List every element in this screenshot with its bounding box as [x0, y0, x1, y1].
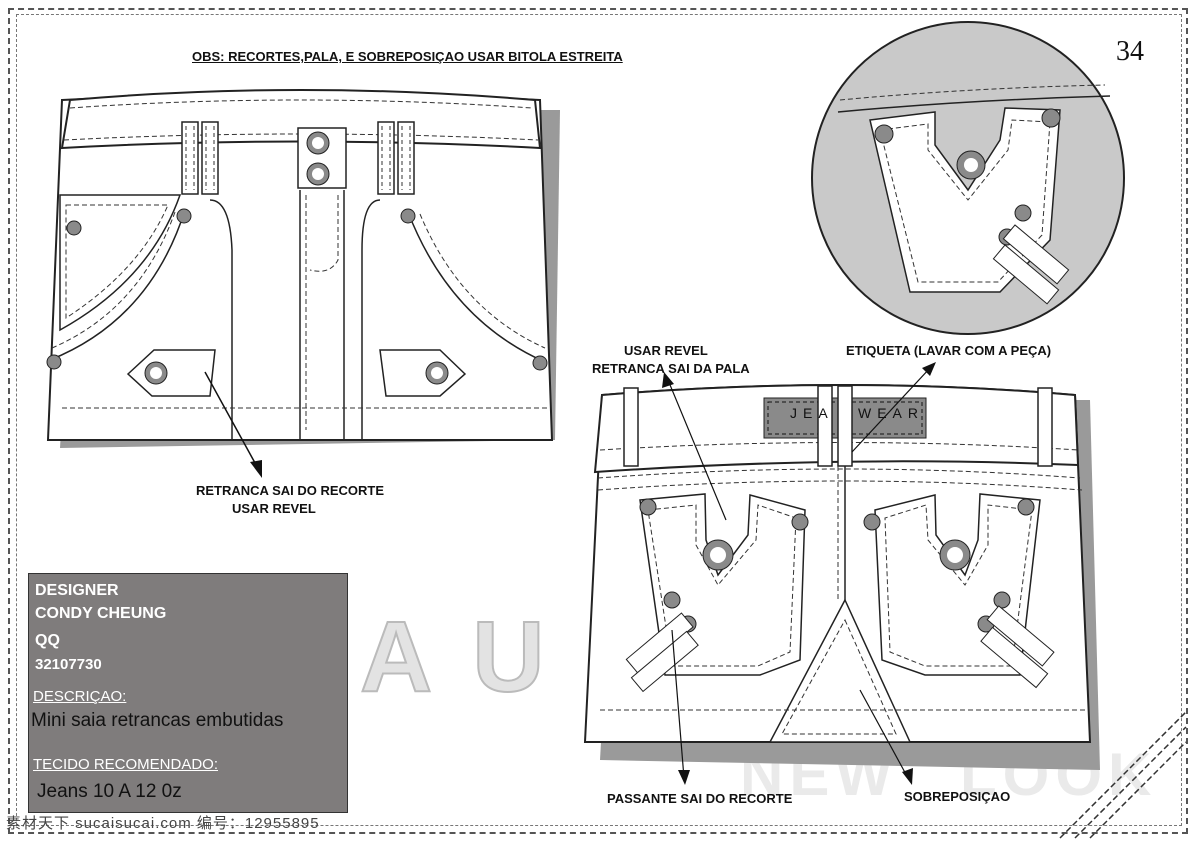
- tecido-value: Jeans 10 A 12 0z: [37, 781, 182, 802]
- qq-label: QQ: [35, 632, 60, 649]
- page-number: 34: [1116, 36, 1144, 67]
- tecido-label: TECIDO RECOMENDADO:: [33, 756, 219, 773]
- back-note-etiqueta: ETIQUETA (LAVAR COM A PEÇA): [846, 343, 1052, 358]
- footer-watermark: 素材天下 sucaisucai.com 编号：12955895: [6, 815, 320, 832]
- label-wear: WEAR: [858, 405, 924, 421]
- front-note-usar-revel: USAR REVEL: [232, 501, 316, 516]
- corner-stitch-decoration: [1059, 711, 1187, 839]
- page-border-inner: [16, 14, 1182, 826]
- designer-info-panel: DESIGNER CONDY CHEUNG QQ 32107730 DESCRI…: [28, 573, 348, 813]
- back-note-sobreposicao: SOBREPOSIÇAO: [904, 789, 1011, 804]
- front-note-retranca: RETRANCA SAI DO RECORTE: [196, 483, 385, 498]
- qq-number: 32107730: [35, 656, 102, 673]
- descricao-label: DESCRIÇAO:: [33, 688, 127, 705]
- back-note-passante: PASSANTE SAI DO RECORTE: [607, 791, 793, 806]
- back-note-retranca-pala: RETRANCA SAI DA PALA: [592, 361, 750, 376]
- front-skirt-drawing: [46, 89, 560, 478]
- page-border-outer: [8, 8, 1188, 834]
- designer-name: CONDY CHEUNG: [35, 605, 167, 622]
- obs-note: OBS: RECORTES,PALA, E SOBREPOSIÇAO USAR …: [192, 49, 623, 64]
- designer-label: DESIGNER: [35, 582, 119, 599]
- back-note-usar-revel: USAR REVEL: [624, 343, 708, 358]
- descricao-value: Mini saia retrancas embutidas: [31, 710, 284, 731]
- label-jea: JEA: [790, 405, 834, 421]
- back-skirt-drawing: [583, 362, 1100, 785]
- pocket-detail-circle: [811, 21, 1125, 335]
